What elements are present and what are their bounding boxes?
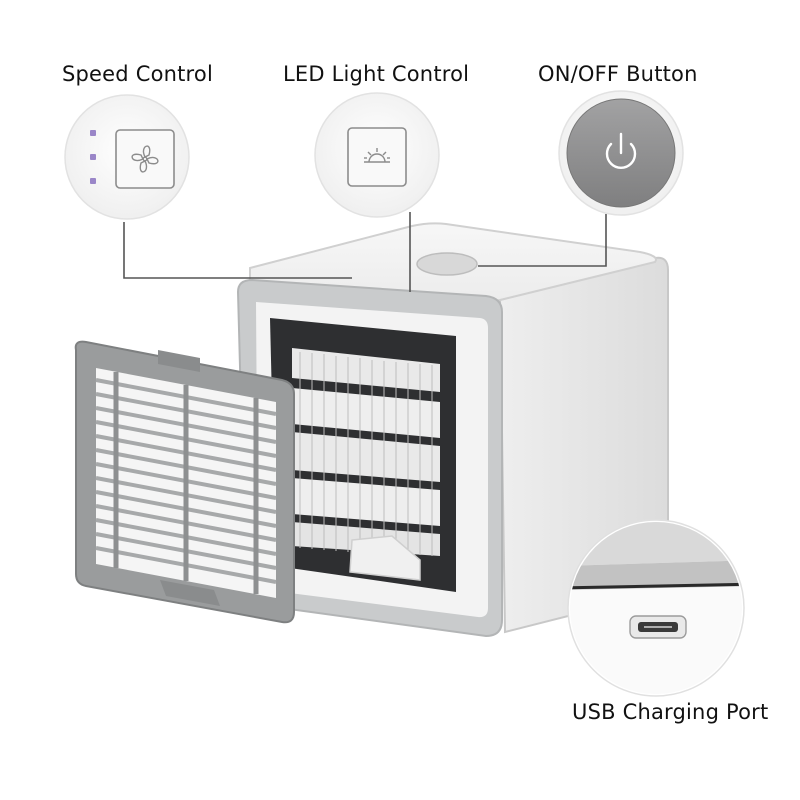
led-light-control-label: LED Light Control: [283, 62, 470, 86]
led-light-button[interactable]: [347, 127, 407, 187]
fan-icon: [131, 145, 159, 173]
speed-led-3: [90, 178, 96, 184]
led-light-control-callout: [314, 92, 440, 218]
top-power-button[interactable]: [416, 252, 478, 276]
cavity-tab: [349, 535, 421, 581]
speed-leader-line: [123, 222, 352, 279]
removable-front-grille[interactable]: [74, 340, 295, 624]
usb-charging-port-label: USB Charging Port: [572, 700, 769, 724]
leader-lines: [123, 212, 607, 292]
speed-led-1: [90, 130, 96, 136]
on-off-button-label: ON/OFF Button: [538, 62, 698, 86]
on-off-callout: [558, 90, 684, 216]
sun-icon: [364, 148, 390, 163]
usb-callout: [567, 519, 745, 697]
speed-control-button[interactable]: [115, 129, 175, 189]
power-leader-line: [478, 214, 607, 267]
grille-bottom-tab: [160, 580, 220, 606]
speed-led-2: [90, 154, 96, 160]
speed-control-callout: [64, 94, 190, 220]
speed-control-label: Speed Control: [62, 62, 214, 86]
power-icon: [605, 132, 637, 169]
grille-top-tab: [158, 350, 200, 372]
filter-media: [292, 348, 440, 556]
